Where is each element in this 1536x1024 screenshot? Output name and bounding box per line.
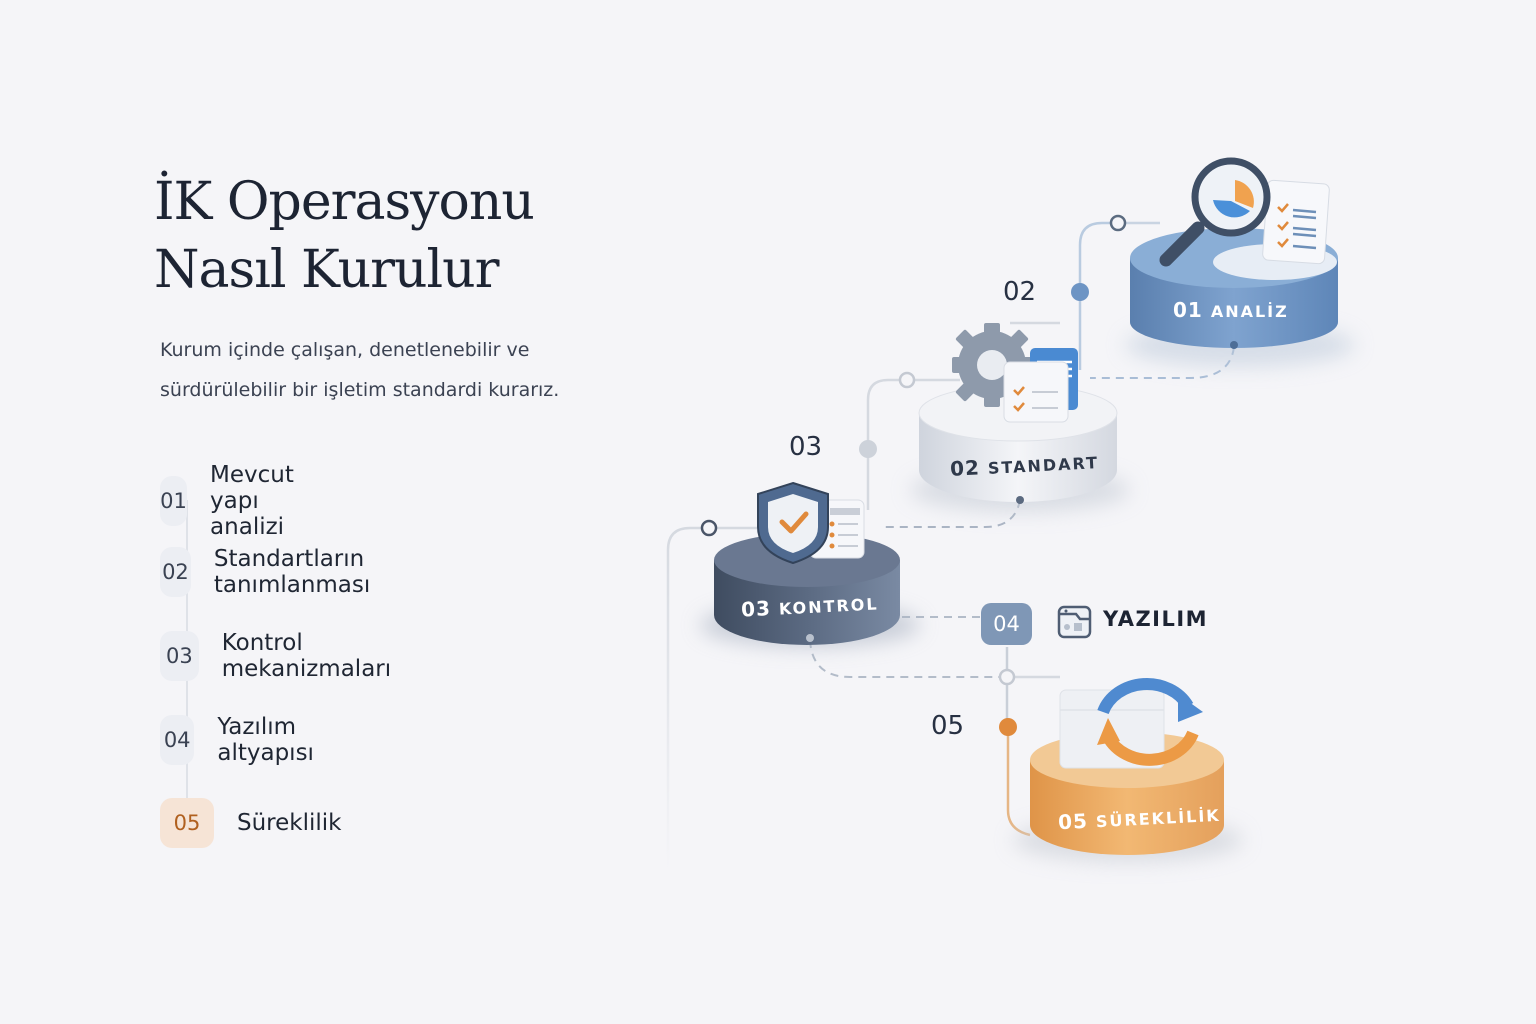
step-item-02: 02 Standartların tanımlanması	[160, 546, 393, 598]
step-badge: 02	[160, 547, 191, 597]
disk-num: 03	[740, 596, 772, 622]
stage-number-03: 03	[789, 432, 823, 462]
step-item-04: 04 Yazılım altyapısı	[160, 714, 334, 766]
title-line-1: İK Operasyonu	[154, 172, 535, 232]
stage-number-05: 05	[931, 711, 965, 741]
disk-name: ANALİZ	[1210, 302, 1289, 321]
refresh-cycle-icon	[1059, 677, 1203, 769]
subtitle-line-1: Kurum içinde çalışan, denetlenebilir ve	[160, 339, 530, 361]
step-badge: 04	[160, 715, 195, 765]
step-badge: 01	[160, 476, 188, 526]
subtitle: Kurum içinde çalışan, denetlenebilir ve …	[160, 330, 630, 410]
stage-number-02: 02	[1003, 277, 1037, 307]
software-window-icon	[1057, 605, 1092, 639]
step-label: Süreklilik	[237, 810, 342, 836]
disk-label-analiz: 01 ANALİZ	[1173, 298, 1289, 322]
page-title: İK Operasyonu Nasıl Kurulur	[154, 168, 535, 304]
step-label: Standartların tanımlanması	[213, 546, 371, 598]
magnifier-chart-icon	[1159, 157, 1330, 267]
disk-num: 05	[1057, 808, 1089, 835]
step-item-01: 01 Mevcut yapı analizi	[160, 462, 321, 540]
step-badge-accent: 05	[160, 798, 214, 848]
step-badge: 03	[160, 631, 199, 681]
gear-document-icon	[952, 323, 1078, 423]
step-label: Yazılım altyapısı	[217, 714, 314, 766]
title-line-2: Nasıl Kurulur	[154, 240, 499, 300]
stage-label-yazilim: YAZILIM	[1103, 607, 1209, 631]
disk-name: KONTROL	[778, 594, 879, 619]
step-item-03: 03 Kontrol mekanizmaları	[160, 630, 406, 682]
stage-badge-04: 04	[981, 603, 1032, 645]
step-item-05: 05 Süreklilik	[160, 798, 341, 848]
step-label: Kontrol mekanizmaları	[221, 630, 392, 682]
disk-num: 01	[1173, 298, 1203, 322]
disk-num: 02	[949, 455, 981, 481]
subtitle-line-2: sürdürülebilir bir işletim standardi kur…	[160, 379, 560, 401]
shield-check-icon	[757, 481, 865, 565]
step-label: Mevcut yapı analizi	[210, 462, 294, 540]
